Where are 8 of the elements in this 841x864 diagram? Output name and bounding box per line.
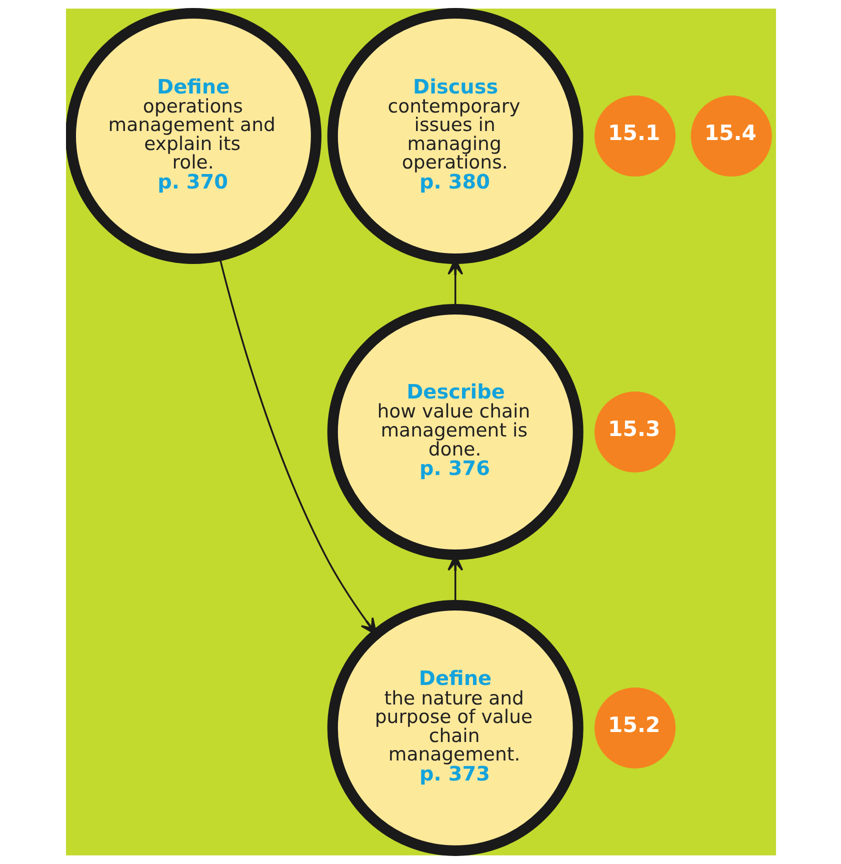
node-circle: Define operations management and explain its role. p. 370 — [66, 8, 321, 264]
node-circle: 15.3 — [594, 391, 676, 473]
node-circle: 15.4 — [690, 96, 772, 177]
node-circle: Discuss contemporary issues in managing operations. p. 380 — [326, 8, 583, 264]
node-circle: 15.2 — [594, 687, 676, 768]
node-circle: 15.1 — [594, 96, 676, 177]
node-circle: Define the nature and purpose of value chain management. p. 373 — [326, 600, 583, 856]
node-circle: Describe how value chain management is done. p. 376 — [326, 304, 583, 560]
